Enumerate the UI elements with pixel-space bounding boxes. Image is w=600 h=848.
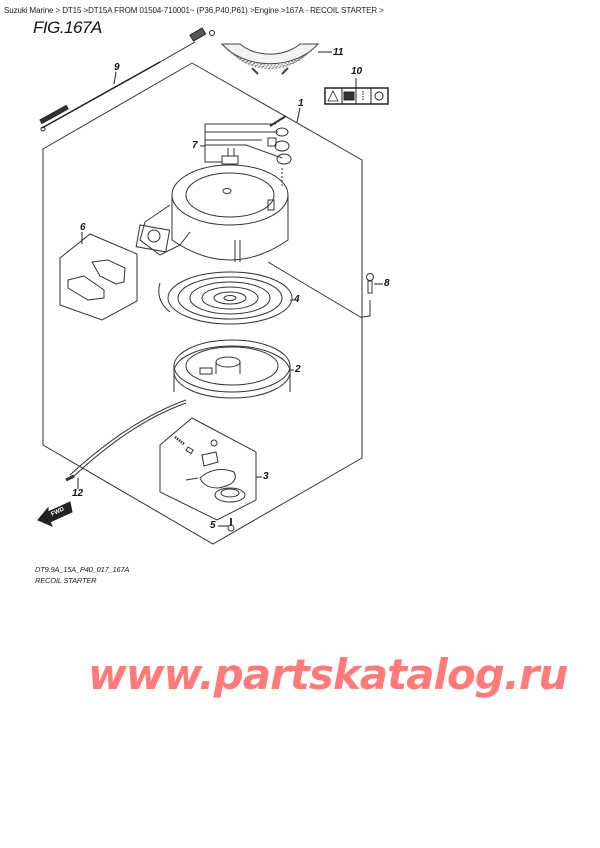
- figure-caption: RECOIL STARTER: [35, 576, 97, 585]
- ratchet-kit-drawing: [174, 436, 246, 503]
- starter-housing-drawing: [135, 164, 289, 262]
- recoil-spring-drawing: [158, 271, 293, 325]
- starter-rope-drawing: [65, 399, 187, 482]
- starter-handle-drawing: [67, 259, 126, 301]
- leader-9: [113, 71, 117, 85]
- drawing-code: DT9.9A_15A_P40_017_167A: [35, 565, 130, 574]
- assembly-frame: [42, 62, 363, 545]
- svg-text:FWD: FWD: [50, 506, 66, 517]
- callout-2[interactable]: 2: [295, 364, 301, 375]
- fwd-arrow-icon: FWD: [37, 501, 73, 527]
- reel-drawing: [173, 339, 291, 399]
- starter-lock-cable-drawing: [39, 27, 215, 132]
- breadcrumb: Suzuki Marine > DT15 >DT15A FROM 01504-7…: [4, 6, 384, 15]
- callout-9[interactable]: 9: [114, 62, 120, 73]
- screw-drawing: [227, 518, 235, 532]
- leader-1: [296, 107, 301, 123]
- watermark: www.partskatalog.ru: [88, 650, 568, 699]
- callout-8[interactable]: 8: [384, 278, 390, 289]
- ratchet-kit-frame: [159, 417, 257, 521]
- breadcrumb-item-recoil-starter[interactable]: 167A - RECOIL STARTER: [285, 6, 378, 15]
- caution-label-drawing: [324, 87, 389, 105]
- callout-11[interactable]: 11: [333, 47, 344, 58]
- breadcrumb-item-dt15[interactable]: DT15: [62, 6, 82, 15]
- bolt-guide-line: [267, 261, 363, 319]
- breadcrumb-separator: >: [280, 6, 286, 15]
- starter-handle-frame: [59, 233, 138, 321]
- callout-3[interactable]: 3: [263, 471, 269, 482]
- callout-4[interactable]: 4: [294, 294, 300, 305]
- callout-1[interactable]: 1: [298, 98, 304, 109]
- breadcrumb-separator: >: [249, 6, 255, 15]
- breadcrumb-item-dt15a[interactable]: DT15A FROM 01504-710001~ (P36,P40,P61): [88, 6, 248, 15]
- breadcrumb-item-suzuki-marine[interactable]: Suzuki Marine: [4, 6, 54, 15]
- breadcrumb-separator: >: [83, 6, 89, 15]
- cover-drawing: [220, 43, 320, 75]
- breadcrumb-separator: >: [379, 6, 384, 15]
- exploded-parts-diagram: FWD: [37, 27, 389, 545]
- breadcrumb-separator: >: [55, 6, 61, 15]
- callout-7[interactable]: 7: [192, 140, 198, 151]
- bolt-set-bracket: [204, 115, 292, 165]
- figure-title: FIG.167A: [33, 18, 102, 37]
- callout-5[interactable]: 5: [210, 520, 216, 531]
- callout-12[interactable]: 12: [72, 488, 84, 499]
- callout-6[interactable]: 6: [80, 222, 86, 233]
- callout-10[interactable]: 10: [351, 66, 363, 77]
- bolt-drawing: [361, 273, 374, 318]
- breadcrumb-item-engine[interactable]: Engine: [254, 6, 279, 15]
